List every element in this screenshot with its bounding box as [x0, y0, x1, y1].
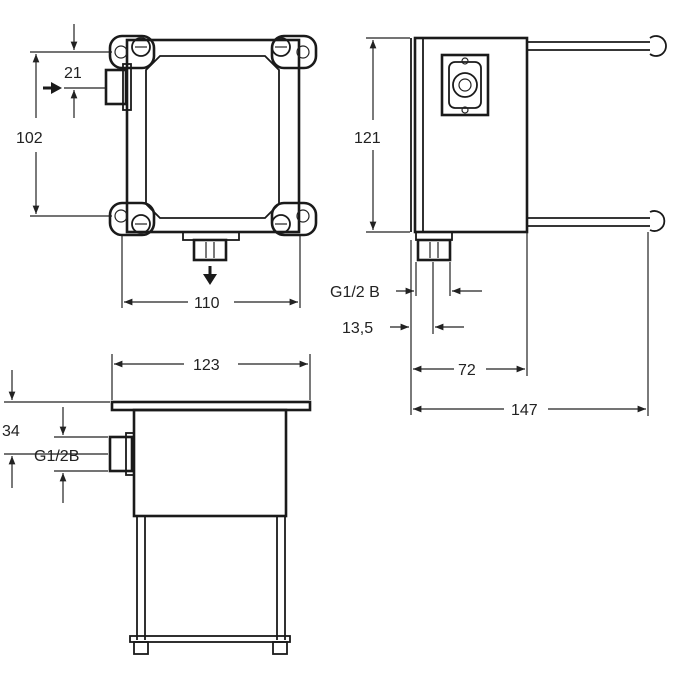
dimension-34: 34 — [2, 370, 110, 488]
dim-top-offset-label: 34 — [2, 423, 20, 440]
outlet-flow-arrow — [203, 266, 217, 285]
dimension-thread-side: G1/2 B — [330, 262, 482, 301]
dim-top-thread-label: G1/2B — [34, 448, 79, 465]
top-side-inlet — [108, 432, 135, 476]
dimension-147: 147 — [413, 232, 649, 419]
top-view: 123 34 G1/2B — [2, 354, 312, 655]
dimension-123: 123 — [111, 354, 311, 400]
dimension-72: 72 — [413, 232, 528, 379]
top-rails — [129, 516, 291, 655]
side-rail-bottom — [527, 210, 666, 232]
dim-front-offset-label: 21 — [64, 65, 82, 82]
dimension-21: 21 — [64, 24, 106, 118]
dimension-121: 121 — [354, 37, 410, 233]
dimension-13-5: 13,5 — [342, 240, 464, 415]
side-bottom-outlet — [415, 231, 453, 262]
dim-side-depth-total-label: 147 — [511, 402, 538, 419]
side-housing — [413, 36, 529, 234]
mounting-lug-top-right — [270, 34, 318, 70]
side-rail-top — [527, 35, 667, 57]
front-inner-panel — [145, 55, 280, 219]
dim-top-width-label: 123 — [193, 357, 220, 374]
mounting-lug-bottom-left — [108, 201, 156, 237]
front-view: 102 21 110 — [16, 24, 318, 312]
dim-side-height-label: 121 — [354, 130, 381, 147]
dim-side-offset-label: 13,5 — [342, 320, 373, 337]
dimension-110: 110 — [121, 236, 301, 312]
dim-front-height-label: 102 — [16, 130, 43, 147]
side-inlet-fitting — [440, 53, 490, 117]
side-view: 121 G1/2 B 13,5 72 — [330, 35, 667, 419]
dim-side-thread-label: G1/2 B — [330, 284, 380, 301]
dimension-thread-top: G1/2B — [34, 407, 108, 503]
top-body — [132, 408, 288, 518]
front-side-inlet — [104, 63, 132, 111]
mounting-lug-bottom-right — [270, 201, 318, 237]
dimension-102: 102 — [16, 51, 112, 217]
front-bottom-outlet — [182, 231, 240, 262]
dim-side-depth-inner-label: 72 — [458, 362, 476, 379]
front-housing — [125, 38, 301, 234]
dim-front-width-label: 110 — [194, 295, 220, 312]
inlet-flow-arrow — [43, 82, 62, 94]
